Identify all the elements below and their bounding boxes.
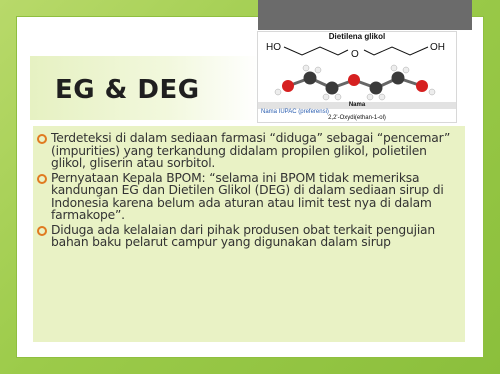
carbon-atom [391,71,405,85]
bullet-item: Diduga ada kelalaian dari pihak produsen… [37,222,455,249]
ball-stick-model [274,64,436,101]
molecule-image: Dietilena glikol HO O OH [257,31,457,123]
oxygen-atom [348,74,360,86]
molecule-title: Dietilena glikol [328,32,386,41]
molecule-caption-header: Nama [258,102,456,109]
circle-bullet-icon [37,134,47,144]
circle-bullet-icon [37,225,47,236]
bullet-item: Terdeteksi di dalam sediaan farmasi “did… [37,131,455,170]
hydrogen-atom [322,93,330,101]
content-box: Terdeteksi di dalam sediaan farmasi “did… [33,126,465,342]
hydrogen-atom [378,93,386,101]
molecule-caption-iupac-name: 2,2'-Oxydi(ethan-1-ol) [328,115,386,121]
title-band [30,56,260,120]
oxygen-atom [282,80,294,92]
bullet-text: Diduga ada kelalaian dari pihak produsen… [51,222,435,249]
bullet-list: Terdeteksi di dalam sediaan farmasi “did… [33,126,465,249]
formula-o: O [351,49,359,60]
skeletal-right-chain [363,46,429,56]
image-top-bar [258,0,472,30]
hydrogen-atom [334,93,342,101]
slide-title: EG & DEG [55,75,200,105]
hydrogen-atom [366,93,374,101]
carbon-atom [303,71,317,85]
bullet-item: Pernyataan Kepala BPOM: “selama ini BPOM… [37,170,455,222]
bullet-text: Pernyataan Kepala BPOM: “selama ini BPOM… [51,170,444,222]
formula-ho: HO [266,42,281,53]
hydrogen-atom [314,66,322,74]
diethylene-glycol-structure: HO O OH [266,42,445,101]
hydrogen-atom [274,88,282,96]
skeletal-formula [283,46,429,56]
hydrogen-atom [428,88,436,96]
bullet-text: Terdeteksi di dalam sediaan farmasi “did… [51,131,451,170]
oxygen-atom [416,80,428,92]
circle-bullet-icon [37,173,47,184]
molecule-caption-iupac-label: Nama IUPAC (preferensi) [261,109,329,115]
hydrogen-atom [402,66,410,74]
formula-oh: OH [430,42,445,53]
carbon-atom [325,81,339,95]
skeletal-left-chain [283,46,349,56]
hydrogen-atom [390,64,398,72]
hydrogen-atom [302,64,310,72]
carbon-atom [369,81,383,95]
